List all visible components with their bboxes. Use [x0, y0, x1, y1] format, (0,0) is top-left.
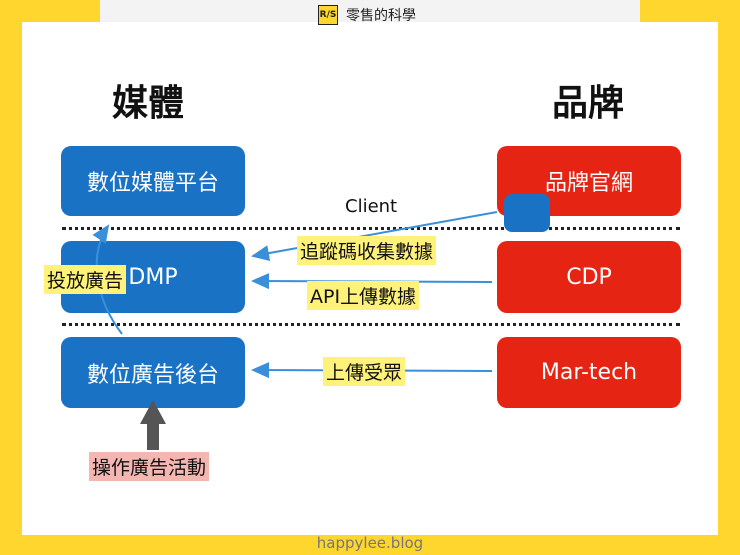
- upload-audience-label: 上傳受眾: [323, 357, 406, 386]
- client-marker: [504, 194, 550, 232]
- martech-box: Mar-tech: [497, 337, 681, 408]
- operate-up-arrow: [140, 400, 166, 450]
- media-title: 媒體: [112, 83, 185, 124]
- tracking-label: 追蹤碼收集數據: [297, 236, 437, 265]
- divider-top: [62, 227, 680, 230]
- api-label: API上傳數據: [307, 281, 420, 310]
- divider-bottom: [62, 323, 680, 326]
- client-label: Client: [345, 196, 398, 217]
- site-logo: R/S: [318, 5, 338, 25]
- site-title: 零售的科學: [346, 8, 416, 24]
- ad-delivery-label: 投放廣告: [44, 265, 127, 294]
- cdp-box: CDP: [497, 241, 681, 313]
- brand-title: 品牌: [552, 83, 625, 124]
- footer-site: happylee.blog: [316, 534, 424, 552]
- tracking-arrow: [251, 211, 498, 262]
- digital-media-platform-box: 數位媒體平台: [61, 146, 245, 216]
- ad-backend-box: 數位廣告後台: [61, 337, 245, 408]
- operate-campaign-label: 操作廣告活動: [89, 452, 210, 481]
- header: R/S 零售的科學: [318, 2, 518, 28]
- brand-website-box: 品牌官網: [497, 146, 681, 216]
